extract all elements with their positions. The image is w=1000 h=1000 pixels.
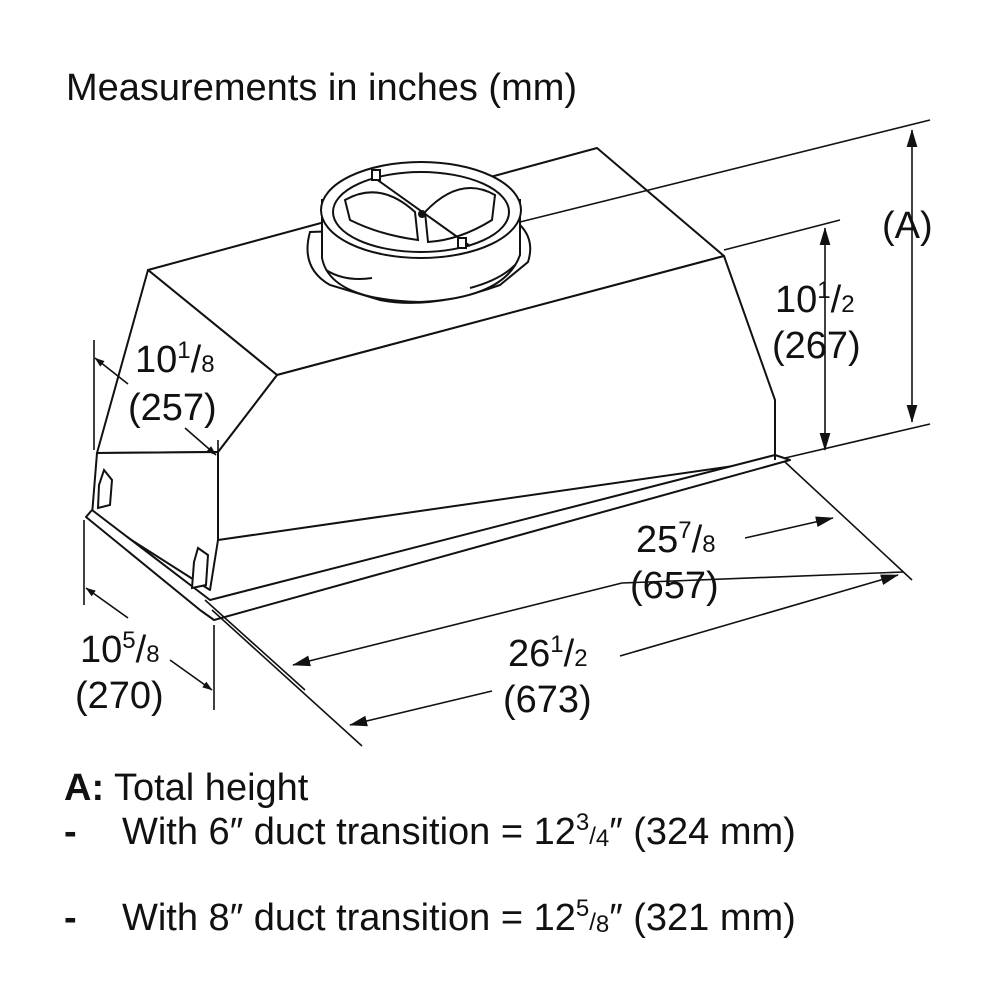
- note-a-label: A:: [64, 767, 105, 809]
- side-depth-top-mm: (257): [128, 387, 217, 429]
- side-depth-bottom-mm: (270): [75, 675, 164, 717]
- note-bullet: -: [64, 897, 77, 939]
- width-overall-mm: (673): [503, 679, 592, 721]
- note-line-8in: -With 8″ duct transition = 125/8″ (321 m…: [64, 895, 796, 940]
- damper-flap: [423, 187, 497, 244]
- note-line2-prefix: With 8″ duct transition = 12: [122, 897, 576, 939]
- width-body-fraction: 257/8: [636, 517, 716, 561]
- height-body-fraction: 101/2: [775, 277, 855, 321]
- note-bullet: -: [64, 811, 77, 853]
- note-line1-suffix: ″ (324 mm): [609, 811, 796, 853]
- side-depth-bottom-fraction: 105/8: [80, 627, 160, 671]
- hood-left-lower-face: [91, 451, 219, 591]
- note-line-6in: -With 6″ duct transition = 123/4″ (324 m…: [64, 809, 796, 854]
- hood-bottom-plate: [85, 454, 791, 621]
- note-line1-prefix: With 6″ duct transition = 12: [122, 811, 576, 853]
- side-clips: [96, 467, 210, 590]
- side-depth-top-fraction: 101/8: [135, 337, 215, 381]
- width-body-mm: (657): [630, 565, 719, 607]
- height-body-mm: (267): [772, 325, 861, 367]
- damper-flap: [343, 191, 420, 242]
- note-line2-num: 5: [575, 895, 590, 922]
- note-line2-den: 8: [595, 911, 610, 938]
- width-overall-fraction: 261/2: [508, 631, 588, 675]
- page-title: Measurements in inches (mm): [66, 67, 577, 109]
- note-a-text: Total height: [113, 767, 309, 809]
- duct-collar: [306, 161, 532, 304]
- note-line2-suffix: ″ (321 mm): [609, 897, 796, 939]
- dimension-lines: [83, 119, 931, 747]
- note-line1-den: 4: [595, 825, 610, 852]
- note-line1-num: 3: [575, 809, 590, 836]
- total-height-marker: (A): [882, 205, 933, 247]
- note-a-heading: A: Total height: [64, 766, 308, 810]
